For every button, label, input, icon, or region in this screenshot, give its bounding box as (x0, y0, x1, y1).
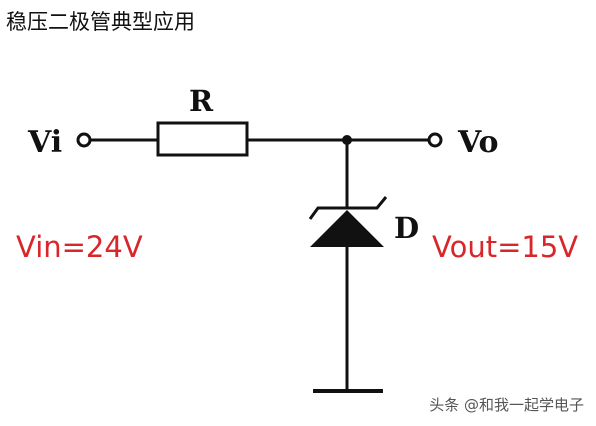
diode-label: D (394, 211, 419, 245)
output-terminal (427, 132, 443, 148)
resistor-label: R (189, 84, 214, 118)
page-title: 稳压二极管典型应用 (6, 10, 195, 34)
resistor-r (156, 121, 249, 157)
input-voltage-text: Vin=24V (16, 230, 143, 264)
output-voltage-text: Vout=15V (432, 230, 579, 264)
zener-diode-d (310, 210, 384, 247)
input-label: Vi (27, 125, 62, 160)
output-label: Vo (457, 125, 499, 160)
zener-cathode-bar (308, 196, 388, 220)
watermark-text: 头条 @和我一起学电子 (429, 396, 584, 414)
input-terminal (76, 132, 92, 148)
